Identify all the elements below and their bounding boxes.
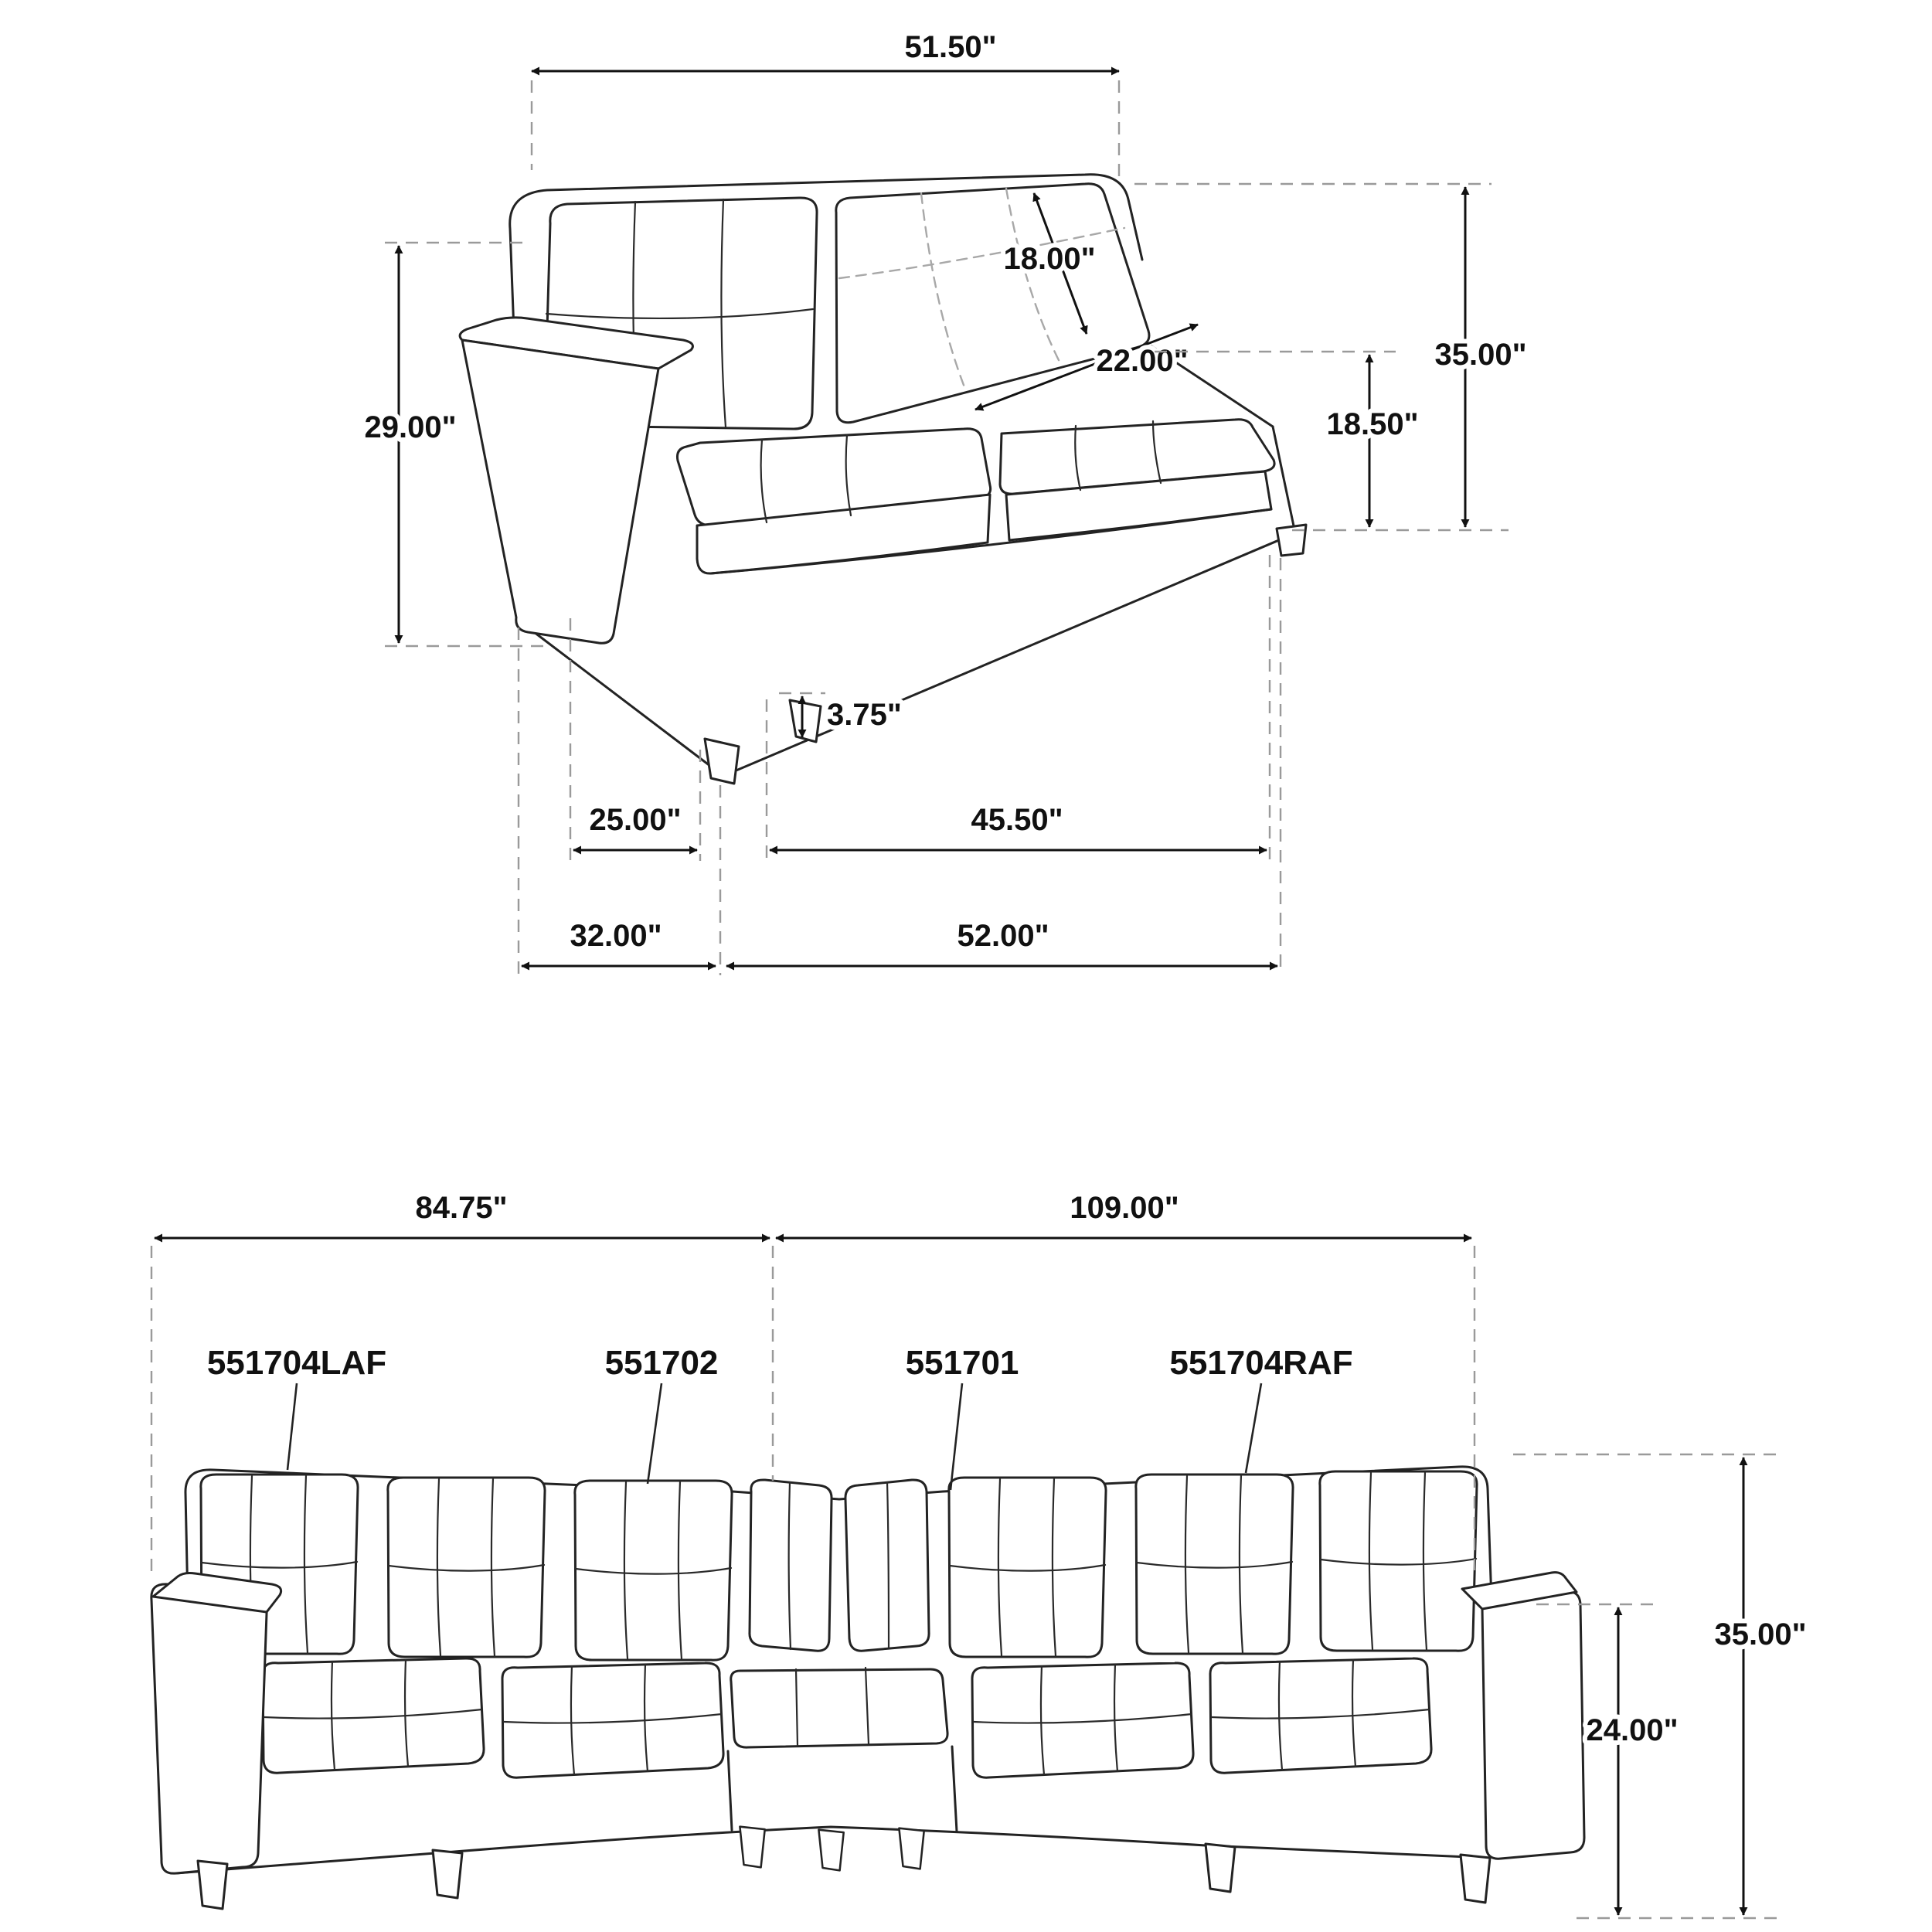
- sectional-leg: [1204, 1842, 1236, 1893]
- loveseat-back-shell: [509, 173, 1144, 436]
- back-cushion: [573, 1479, 733, 1662]
- dim-back-width: 51.50": [530, 26, 1121, 179]
- dim-back-cushion-label: 18.00": [1003, 242, 1095, 276]
- sectional-leg: [431, 1849, 464, 1900]
- part-label-551702: 551702: [605, 1344, 719, 1382]
- dim-seat-height: 18.50": [1155, 350, 1423, 528]
- sectional-left-arm: [150, 1583, 268, 1875]
- dim-right-width: 109.00": [775, 1186, 1476, 1570]
- sectional-drawing: [150, 1465, 1586, 1910]
- corner-back-cushion-left: [748, 1478, 833, 1652]
- back-cushion: [1134, 1473, 1294, 1655]
- dim-overall-height: 35.00": [1134, 182, 1532, 532]
- sectional-leg: [818, 1828, 845, 1872]
- loveseat-dimensions: 51.50" 18.00" 22.00" 35.00" 18.50" 29.00…: [359, 26, 1532, 975]
- dim-leg-span: 45.50": [765, 555, 1271, 861]
- dim-left-width-label: 84.75": [415, 1191, 507, 1225]
- dim-arm-front-label: 25.00": [589, 803, 681, 837]
- dim-depth: 32.00": [517, 628, 722, 975]
- dim-seat-depth: 22.00": [975, 323, 1199, 411]
- sectional-leg: [898, 1827, 925, 1870]
- sectional-dimensions: 84.75" 109.00" 35.00" 24.00" 551704LAF 5…: [150, 1186, 1811, 1920]
- dim-arm-front: 25.00": [569, 618, 702, 861]
- back-cushion: [1318, 1470, 1478, 1652]
- loveseat-seat-cushion-right: [998, 418, 1276, 495]
- seat-cushion: [261, 1657, 485, 1774]
- dim-arm-height: 29.00": [359, 241, 544, 648]
- dim-seat-height-label: 18.50": [1326, 407, 1418, 441]
- seat-cushion: [971, 1662, 1195, 1779]
- dim-sectional-back-height: 24.00": [1536, 1603, 1683, 1916]
- dim-sectional-height: 35.00": [1513, 1453, 1811, 1920]
- back-cushion: [947, 1476, 1107, 1658]
- loveseat-front-left-leg: [703, 737, 740, 785]
- part-label-551704raf: 551704RAF: [1169, 1344, 1352, 1382]
- dim-depth-label: 32.00": [570, 919, 662, 953]
- dim-right-width-label: 109.00": [1070, 1191, 1179, 1225]
- sectional-right-arm: [1481, 1590, 1586, 1860]
- corner-back-cushion-right: [844, 1478, 930, 1652]
- dim-overall-height-label: 35.00": [1434, 338, 1526, 372]
- loveseat-arm-top: [458, 316, 694, 370]
- dim-sectional-height-label: 35.00": [1714, 1617, 1806, 1651]
- dim-overall-width-label: 52.00": [957, 919, 1049, 953]
- dim-back-cushion: 18.00": [998, 192, 1100, 335]
- dim-leg-span-label: 45.50": [971, 803, 1063, 837]
- part-label-551704laf: 551704LAF: [207, 1344, 386, 1382]
- loveseat-arm-outer: [461, 338, 660, 645]
- loveseat-back-cushion-right: [835, 182, 1151, 424]
- dim-leg-height: 3.75": [779, 692, 906, 738]
- dim-overall-width: 52.00": [726, 558, 1282, 975]
- loveseat-mid-leg: [788, 699, 822, 743]
- corner-seat-cushion: [730, 1668, 949, 1749]
- sectional-leg: [1459, 1853, 1492, 1904]
- sectional-part-labels: 551704LAF 551702 551701 551704RAF: [202, 1339, 1358, 1491]
- dim-leg-height-label: 3.75": [827, 698, 902, 732]
- dim-seat-depth-label: 22.00": [1096, 344, 1188, 378]
- loveseat-drawing: [458, 173, 1308, 785]
- sectional-leg: [196, 1859, 229, 1910]
- seat-cushion: [501, 1662, 725, 1779]
- sectional-leg: [739, 1825, 766, 1869]
- dim-sectional-back-height-label: 24.00": [1586, 1713, 1678, 1747]
- sectional-back-shell: [184, 1465, 1493, 1640]
- dim-back-width-label: 51.50": [904, 30, 996, 64]
- part-label-551701: 551701: [906, 1344, 1019, 1382]
- seat-cushion: [1209, 1657, 1433, 1774]
- dim-left-width: 84.75": [150, 1186, 774, 1572]
- dim-arm-height-label: 29.00": [364, 410, 456, 444]
- loveseat-right-leg: [1275, 523, 1308, 557]
- back-cushion: [386, 1476, 546, 1658]
